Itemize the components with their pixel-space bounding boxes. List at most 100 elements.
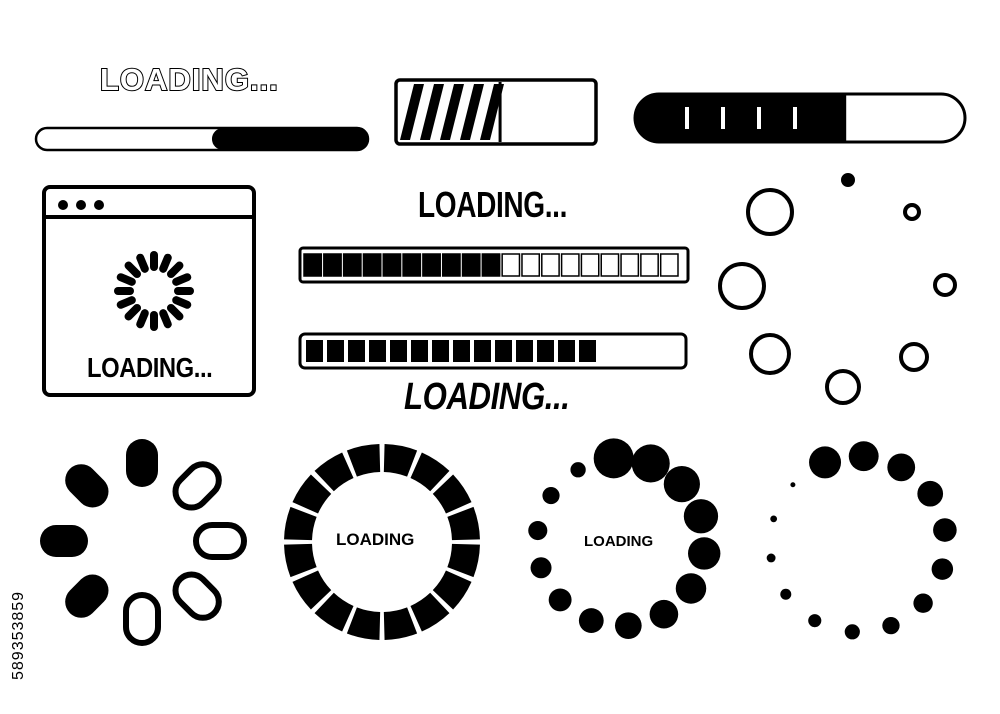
browser-window-icon: LOADING... [42, 185, 256, 397]
ring-segment [432, 570, 472, 610]
spinner-capsule [172, 461, 222, 511]
spinner-capsule [172, 571, 222, 621]
progress-segment [390, 340, 407, 362]
spinner-circle [933, 273, 957, 297]
window-dot-icon [76, 200, 86, 210]
spinner-tick [116, 273, 136, 286]
spinner-dot [688, 537, 721, 570]
spinner-capsule [193, 522, 247, 560]
pill-tick [793, 107, 797, 129]
slim-progress-bar [34, 126, 370, 152]
progress-segment [382, 253, 402, 277]
spinner-dot [882, 616, 900, 635]
progress-segment [453, 340, 470, 362]
spinner-circle [903, 203, 921, 221]
segmented-progress-bar-2 [298, 332, 688, 370]
spinner-capsule [65, 464, 109, 508]
spinner-dot [770, 515, 778, 523]
browser-loading-label: LOADING... [87, 352, 213, 383]
spinner-dot [631, 444, 670, 483]
progress-segment [541, 253, 560, 277]
spinner-dot [808, 614, 822, 628]
progress-segment [501, 253, 521, 277]
spinner-dot [570, 462, 586, 478]
pill-tick [757, 107, 761, 129]
spinner-dot [766, 553, 776, 563]
progress-segment [323, 253, 342, 277]
pill-tick [685, 107, 689, 129]
ring-segment [383, 444, 418, 477]
progress-segment [495, 340, 512, 362]
spinner-capsule [126, 439, 158, 487]
spinner-tick [116, 296, 136, 309]
spinner-tick [136, 253, 149, 273]
ring-loading-label: LOADING [336, 530, 415, 549]
progress-segment [441, 253, 461, 277]
progress-segment [348, 340, 365, 362]
dots-loading-label: LOADING [584, 533, 654, 550]
spinner-tick [166, 303, 184, 321]
ring-segment [447, 506, 480, 541]
pill-fill [635, 94, 847, 142]
hatch-stripe [460, 84, 484, 140]
progress-segment [369, 340, 386, 362]
capsule-spinner-icon [40, 439, 247, 646]
progress-segment [362, 253, 382, 277]
progress-segment [579, 340, 596, 362]
spinner-tick [150, 311, 158, 331]
ring-segment [314, 452, 354, 492]
spinner-dot [809, 446, 842, 479]
dot-spinner-icon [528, 438, 721, 640]
spinner-circle [746, 188, 794, 236]
spinner-circle [899, 342, 929, 372]
spinner-tick [124, 261, 142, 279]
watermark-id: 589353859 [10, 590, 27, 680]
progress-segment [537, 340, 554, 362]
spinner-dot [663, 466, 700, 503]
ring-segment [346, 607, 381, 640]
pill-tick [721, 107, 725, 129]
ring-segment [284, 506, 317, 541]
loading-mid-label: LOADING... [418, 184, 567, 225]
spinner-circle [841, 173, 855, 187]
spinner-dot [913, 593, 933, 613]
circle-spinner-icon [718, 173, 957, 405]
hatch-stripe [480, 84, 504, 140]
ring-segment [432, 474, 472, 514]
spinner-icon [114, 251, 194, 331]
spinner-tick [124, 303, 142, 321]
segmented-ring-icon [284, 444, 480, 640]
spinner-capsule [40, 525, 88, 557]
ring-segment [292, 474, 332, 514]
ring-segment [410, 452, 450, 492]
spinner-circle [825, 369, 861, 405]
spinner-dot [933, 518, 957, 542]
progress-segment [411, 340, 428, 362]
spinner-circle [749, 333, 791, 375]
ring-segment [410, 592, 450, 632]
spinner-tick [114, 287, 134, 295]
spinner-capsule [65, 574, 109, 618]
spinner-dot [542, 486, 560, 505]
spinner-dot [675, 573, 707, 604]
spinner-tick [172, 273, 192, 286]
ring-segment [284, 543, 317, 578]
spinner-tick [150, 251, 158, 271]
progress-segment [521, 253, 541, 277]
progress-segment [600, 253, 620, 277]
progress-segment [342, 253, 362, 277]
spinner-circle [718, 262, 766, 310]
ring-segment [346, 444, 381, 477]
progress-segment [422, 253, 441, 277]
spinner-tick [136, 309, 149, 329]
spinner-dot [917, 480, 944, 507]
spinner-dot [530, 557, 552, 579]
window-title-bar [46, 215, 252, 219]
progress-segment [303, 253, 323, 277]
spinner-tick [159, 309, 172, 329]
hatch-stripe [420, 84, 444, 140]
progress-segment [327, 340, 344, 362]
window-dot-icon [58, 200, 68, 210]
loading-italic-label: LOADING... [404, 376, 570, 418]
progress-segment [402, 253, 422, 277]
